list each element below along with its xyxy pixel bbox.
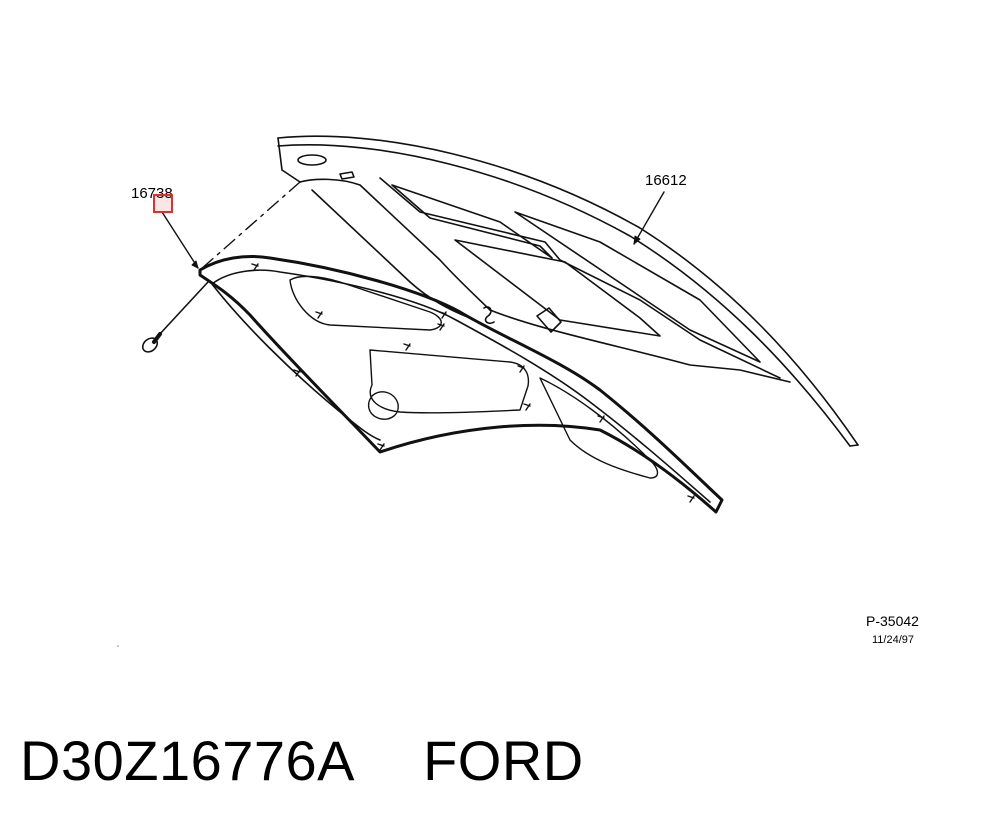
insulator-pad xyxy=(198,255,724,514)
hood-side-edge xyxy=(849,444,859,447)
insulator-inner-border xyxy=(211,269,711,503)
hood-outer-edge xyxy=(277,135,859,446)
callout-hood: 16612 xyxy=(645,172,687,189)
retainer-clip-markers xyxy=(251,263,695,503)
retainer-pin-shaft xyxy=(157,281,209,337)
hood-frame-left xyxy=(299,178,491,311)
hood-squiggle xyxy=(483,306,495,325)
retainer-pin xyxy=(141,281,209,353)
insulator-cutout-3 xyxy=(539,377,659,479)
insulator-cutout-2 xyxy=(369,349,530,414)
highlight-box xyxy=(153,194,173,213)
leader-arrow-16612 xyxy=(633,235,641,245)
hood-small-slot xyxy=(339,171,355,180)
footer: D30Z16776A FORD xyxy=(20,728,584,793)
insulator-cutout-1 xyxy=(289,275,442,331)
hood-opening-1 xyxy=(391,184,553,259)
insulator-outline xyxy=(198,255,724,514)
alignment-dashed-line xyxy=(199,181,301,271)
reference-code: P-35042 xyxy=(866,613,919,629)
reference-date: 11/24/97 xyxy=(872,634,915,646)
retainer-pin-neck xyxy=(152,332,162,344)
callout-insulator: 16738 xyxy=(131,185,173,202)
hood-frame-top xyxy=(379,177,781,379)
insulator-round-cutout xyxy=(367,391,399,420)
hood-front-edge xyxy=(277,137,301,183)
hood-bracket xyxy=(536,307,562,333)
hood-inner-edge xyxy=(277,144,851,447)
part-number: D30Z16776A xyxy=(20,729,356,792)
hood-rear-rail xyxy=(489,309,791,383)
hood-insulator-diagram xyxy=(117,135,859,647)
stray-dot xyxy=(117,645,119,647)
leader-arrow-16738 xyxy=(191,260,199,269)
leader-16738 xyxy=(161,211,199,269)
hood-hinge-hole xyxy=(297,154,327,166)
brand-name: FORD xyxy=(423,729,584,792)
hood-panel xyxy=(277,135,859,447)
hood-opening-3 xyxy=(514,211,761,363)
hood-opening-2 xyxy=(454,239,661,337)
leader-16612 xyxy=(633,191,665,245)
